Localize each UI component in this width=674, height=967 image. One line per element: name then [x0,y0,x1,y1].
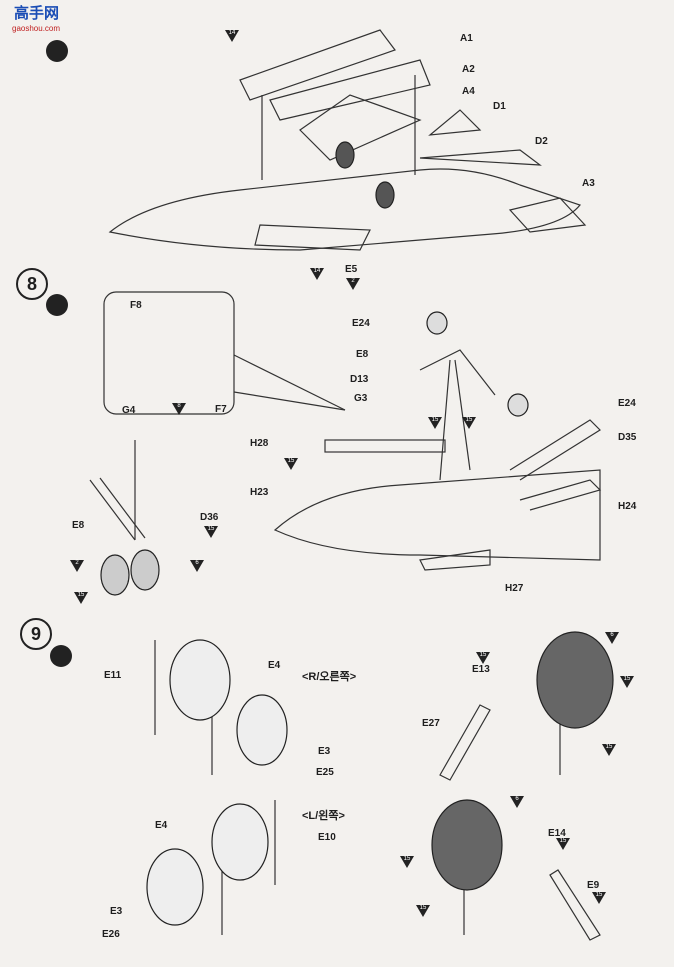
part-label: D13 [350,374,369,385]
part-label: D36 [200,512,219,523]
part-label: G4 [122,405,136,416]
paint-code: 6 [610,632,614,638]
part-label: H28 [250,438,269,449]
part-label: E10 [318,832,336,843]
part-label: E24 [618,398,636,409]
part-label: A2 [462,64,475,75]
paint-code-icon: 6 [605,632,619,644]
part-label: D2 [535,136,548,147]
paint-code: 15 [207,526,215,532]
paint-code: 15 [479,652,487,658]
paint-code: 6 [515,796,519,802]
part-label: E3 [318,746,331,757]
paint-code-icon: 8 [172,403,186,415]
paint-code: 15 [623,676,631,682]
paint-code: 15 [287,458,295,464]
part-label: E3 [110,906,123,917]
paint-code: 15 [419,905,427,911]
part-label: E8 [356,349,369,360]
paint-code-icon: 15 [620,676,634,688]
part-label: H23 [250,487,269,498]
part-label: D1 [493,101,506,112]
paint-code: 15 [465,417,473,423]
paint-code-icon: 15 [284,458,298,470]
part-label: E4 [268,660,281,671]
paint-code: 2 [351,278,355,284]
part-label: A3 [582,178,595,189]
watermark-text: 高手网 [14,5,60,22]
part-label: F8 [130,300,142,311]
part-label: H24 [618,501,637,512]
paint-code-icon: 15 [416,905,430,917]
paint-code: 15 [595,892,603,898]
paint-code-icon: 2 [346,278,360,290]
paint-code: 15 [605,744,613,750]
part-label: E24 [352,318,370,329]
part-label: A4 [462,86,475,97]
part-label: E13 [472,664,490,675]
paint-code: 6 [195,560,199,566]
part-label: E5 [345,264,358,275]
part-label: A1 [460,33,473,44]
paint-code-icon: 2 [70,560,84,572]
paint-code-icon: 15 [592,892,606,904]
watermark-url: gaoshou.com [12,24,61,33]
paint-code-icon: 6 [510,796,524,808]
paint-code: 2 [75,560,79,566]
cement-icon [46,294,68,316]
part-label: E27 [422,718,440,729]
paint-code-icon: 14 [225,30,239,42]
part-label: E14 [548,828,566,839]
step-8-number: 8 [16,268,48,300]
paint-code: 15 [431,417,439,423]
part-label: E25 [316,767,334,778]
part-label: E8 [72,520,85,531]
paint-code: 14 [313,268,321,274]
paint-code-icon: 15 [74,592,88,604]
side-label-right: <R/오른쪽> [302,671,357,683]
paint-code-icon: 6 [190,560,204,572]
paint-code-icon: 15 [428,417,442,429]
cement-icon [50,645,72,667]
paint-code-icon: 15 [462,417,476,429]
paint-code-icon: 15 [476,652,490,664]
part-label: E11 [104,670,122,681]
side-label-left: <L/왼쪽> [302,810,345,822]
part-label: E9 [587,880,600,891]
paint-code: 8 [177,403,181,409]
paint-code-icon: 15 [602,744,616,756]
paint-code: 14 [228,30,236,36]
watermark-logo: 高手网 gaoshou.com [2,2,72,36]
paint-code-icon: 15 [556,838,570,850]
part-label: F7 [215,404,227,415]
part-label: H27 [505,583,524,594]
paint-code: 15 [559,838,567,844]
cement-icon [46,40,68,62]
part-label: D35 [618,432,637,443]
part-label: E4 [155,820,168,831]
paint-code-icon: 15 [400,856,414,868]
part-label: G3 [354,393,368,404]
paint-code: 15 [77,592,85,598]
step-9-number: 9 [20,618,52,650]
paint-code: 15 [403,856,411,862]
paint-code-icon: 15 [204,526,218,538]
paint-code-icon: 14 [310,268,324,280]
part-label: E26 [102,929,120,940]
